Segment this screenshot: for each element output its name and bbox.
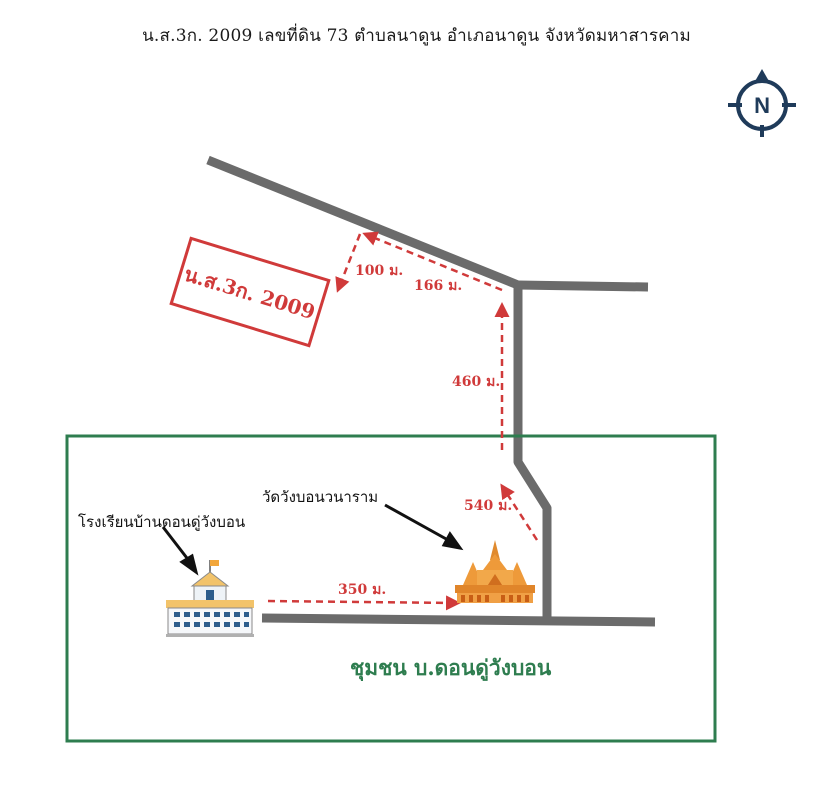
road-vertical — [513, 285, 552, 620]
temple-label: วัดวังบอนวนาราม — [262, 488, 378, 506]
arrow-540 — [500, 483, 539, 541]
distance-166: 166 ม. — [414, 278, 462, 294]
road-south — [261, 613, 656, 627]
community-label: ชุมชน บ.ดอนดู่วังบอน — [350, 655, 552, 682]
compass-label: N — [754, 93, 770, 118]
school-label: โรงเรียนบ้านดอนดู่วังบอน — [78, 513, 245, 531]
arrow-166 — [362, 231, 503, 292]
route-arrows — [267, 231, 539, 611]
school-icon — [166, 560, 254, 637]
temple-icon — [455, 540, 535, 603]
distance-100: 100 ม. — [355, 263, 403, 279]
arrow-350 — [267, 595, 461, 611]
road-northwest — [206, 155, 520, 290]
parcel-box: น.ส.3ก. 2009 — [169, 236, 331, 348]
north-compass-icon: N — [728, 69, 796, 137]
roads — [206, 155, 656, 627]
pointer-arrows — [161, 503, 464, 576]
community-boundary — [65, 434, 717, 743]
distance-540: 540 ม. — [464, 498, 512, 514]
distance-350: 350 ม. — [338, 582, 386, 598]
map-title: น.ส.3ก. 2009 เลขที่ดิน 73 ตำบลนาดูน อำเภ… — [142, 26, 691, 46]
road-east-upper — [517, 280, 649, 292]
distance-460: 460 ม. — [452, 374, 500, 390]
arrow-100 — [335, 233, 362, 293]
